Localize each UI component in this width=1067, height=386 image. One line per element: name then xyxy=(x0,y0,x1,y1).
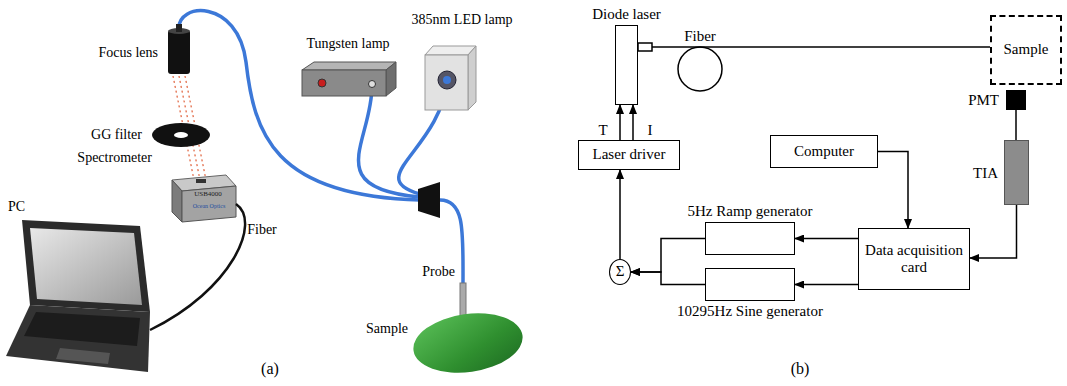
part-label: 385nm LED lamp xyxy=(411,12,512,27)
node-label: Laser driver xyxy=(593,146,666,163)
probe xyxy=(460,283,466,319)
sample-region: Sample xyxy=(990,15,1062,85)
node-label: Computer xyxy=(794,143,854,160)
part-label: (b) xyxy=(791,360,810,378)
papaya xyxy=(409,307,526,380)
line-label: T xyxy=(597,122,608,139)
fiber-coupler xyxy=(418,182,440,218)
summer-circle: Σ xyxy=(609,259,631,285)
part-label: Ocean Optics xyxy=(193,203,226,210)
signal-line xyxy=(631,239,705,273)
signal-line xyxy=(652,46,990,48)
line-label: Fiber xyxy=(683,28,717,45)
fiber-coil xyxy=(678,47,722,91)
spectrometer xyxy=(172,175,236,222)
line-label: I xyxy=(647,122,654,139)
pmt-detector: PMT xyxy=(1006,90,1026,110)
node-label: Σ xyxy=(616,263,625,280)
node-label: PMT xyxy=(968,92,999,109)
part-label: Sample xyxy=(366,321,408,336)
sine-generator: 10295Hz Sine generator xyxy=(705,268,795,301)
laser-diode: Diode laser xyxy=(615,25,638,105)
node-label: 10295Hz Sine generator xyxy=(677,303,823,320)
part-label: USB4000 xyxy=(194,191,222,199)
tungsten-lamp xyxy=(302,62,396,96)
part-label: Tungsten lamp xyxy=(306,36,389,51)
usb-cable xyxy=(150,204,245,330)
node-label: TIA xyxy=(973,164,998,181)
node-label: Sample xyxy=(1004,41,1049,58)
node-label: Data acquisition card xyxy=(859,242,969,277)
led-lamp xyxy=(425,46,476,110)
signal-line xyxy=(878,152,908,229)
ramp-generator: 5Hz Ramp generator xyxy=(705,222,795,255)
part-label: Fiber xyxy=(247,222,277,237)
node-label: Diode laser xyxy=(592,6,661,23)
node-label: 5Hz Ramp generator xyxy=(688,203,813,220)
gg-filter xyxy=(152,123,210,147)
daq-box: Data acquisition card xyxy=(858,228,970,290)
signal-line xyxy=(619,170,621,259)
focus-lens xyxy=(168,24,190,74)
laptop xyxy=(6,220,150,372)
part-label: Spectrometer xyxy=(77,150,152,165)
signal-line xyxy=(795,238,858,240)
signal-line xyxy=(970,205,1017,258)
fibers xyxy=(179,11,463,283)
part-label: PC xyxy=(8,199,25,214)
signal-line xyxy=(1015,110,1017,140)
part-label: Focus lens xyxy=(99,45,159,60)
amplifier-box: TIA xyxy=(1004,140,1029,205)
signal-line xyxy=(795,284,858,286)
part-label: (a) xyxy=(261,360,279,378)
driver-box: Laser driver xyxy=(578,140,680,170)
signal-line xyxy=(632,105,634,140)
signal-line xyxy=(619,105,621,140)
signal-line xyxy=(631,272,705,285)
computer-box: Computer xyxy=(770,135,878,168)
fiber-connector xyxy=(638,43,652,51)
part-label: GG filter xyxy=(91,127,142,142)
part-label: Probe xyxy=(422,264,455,279)
